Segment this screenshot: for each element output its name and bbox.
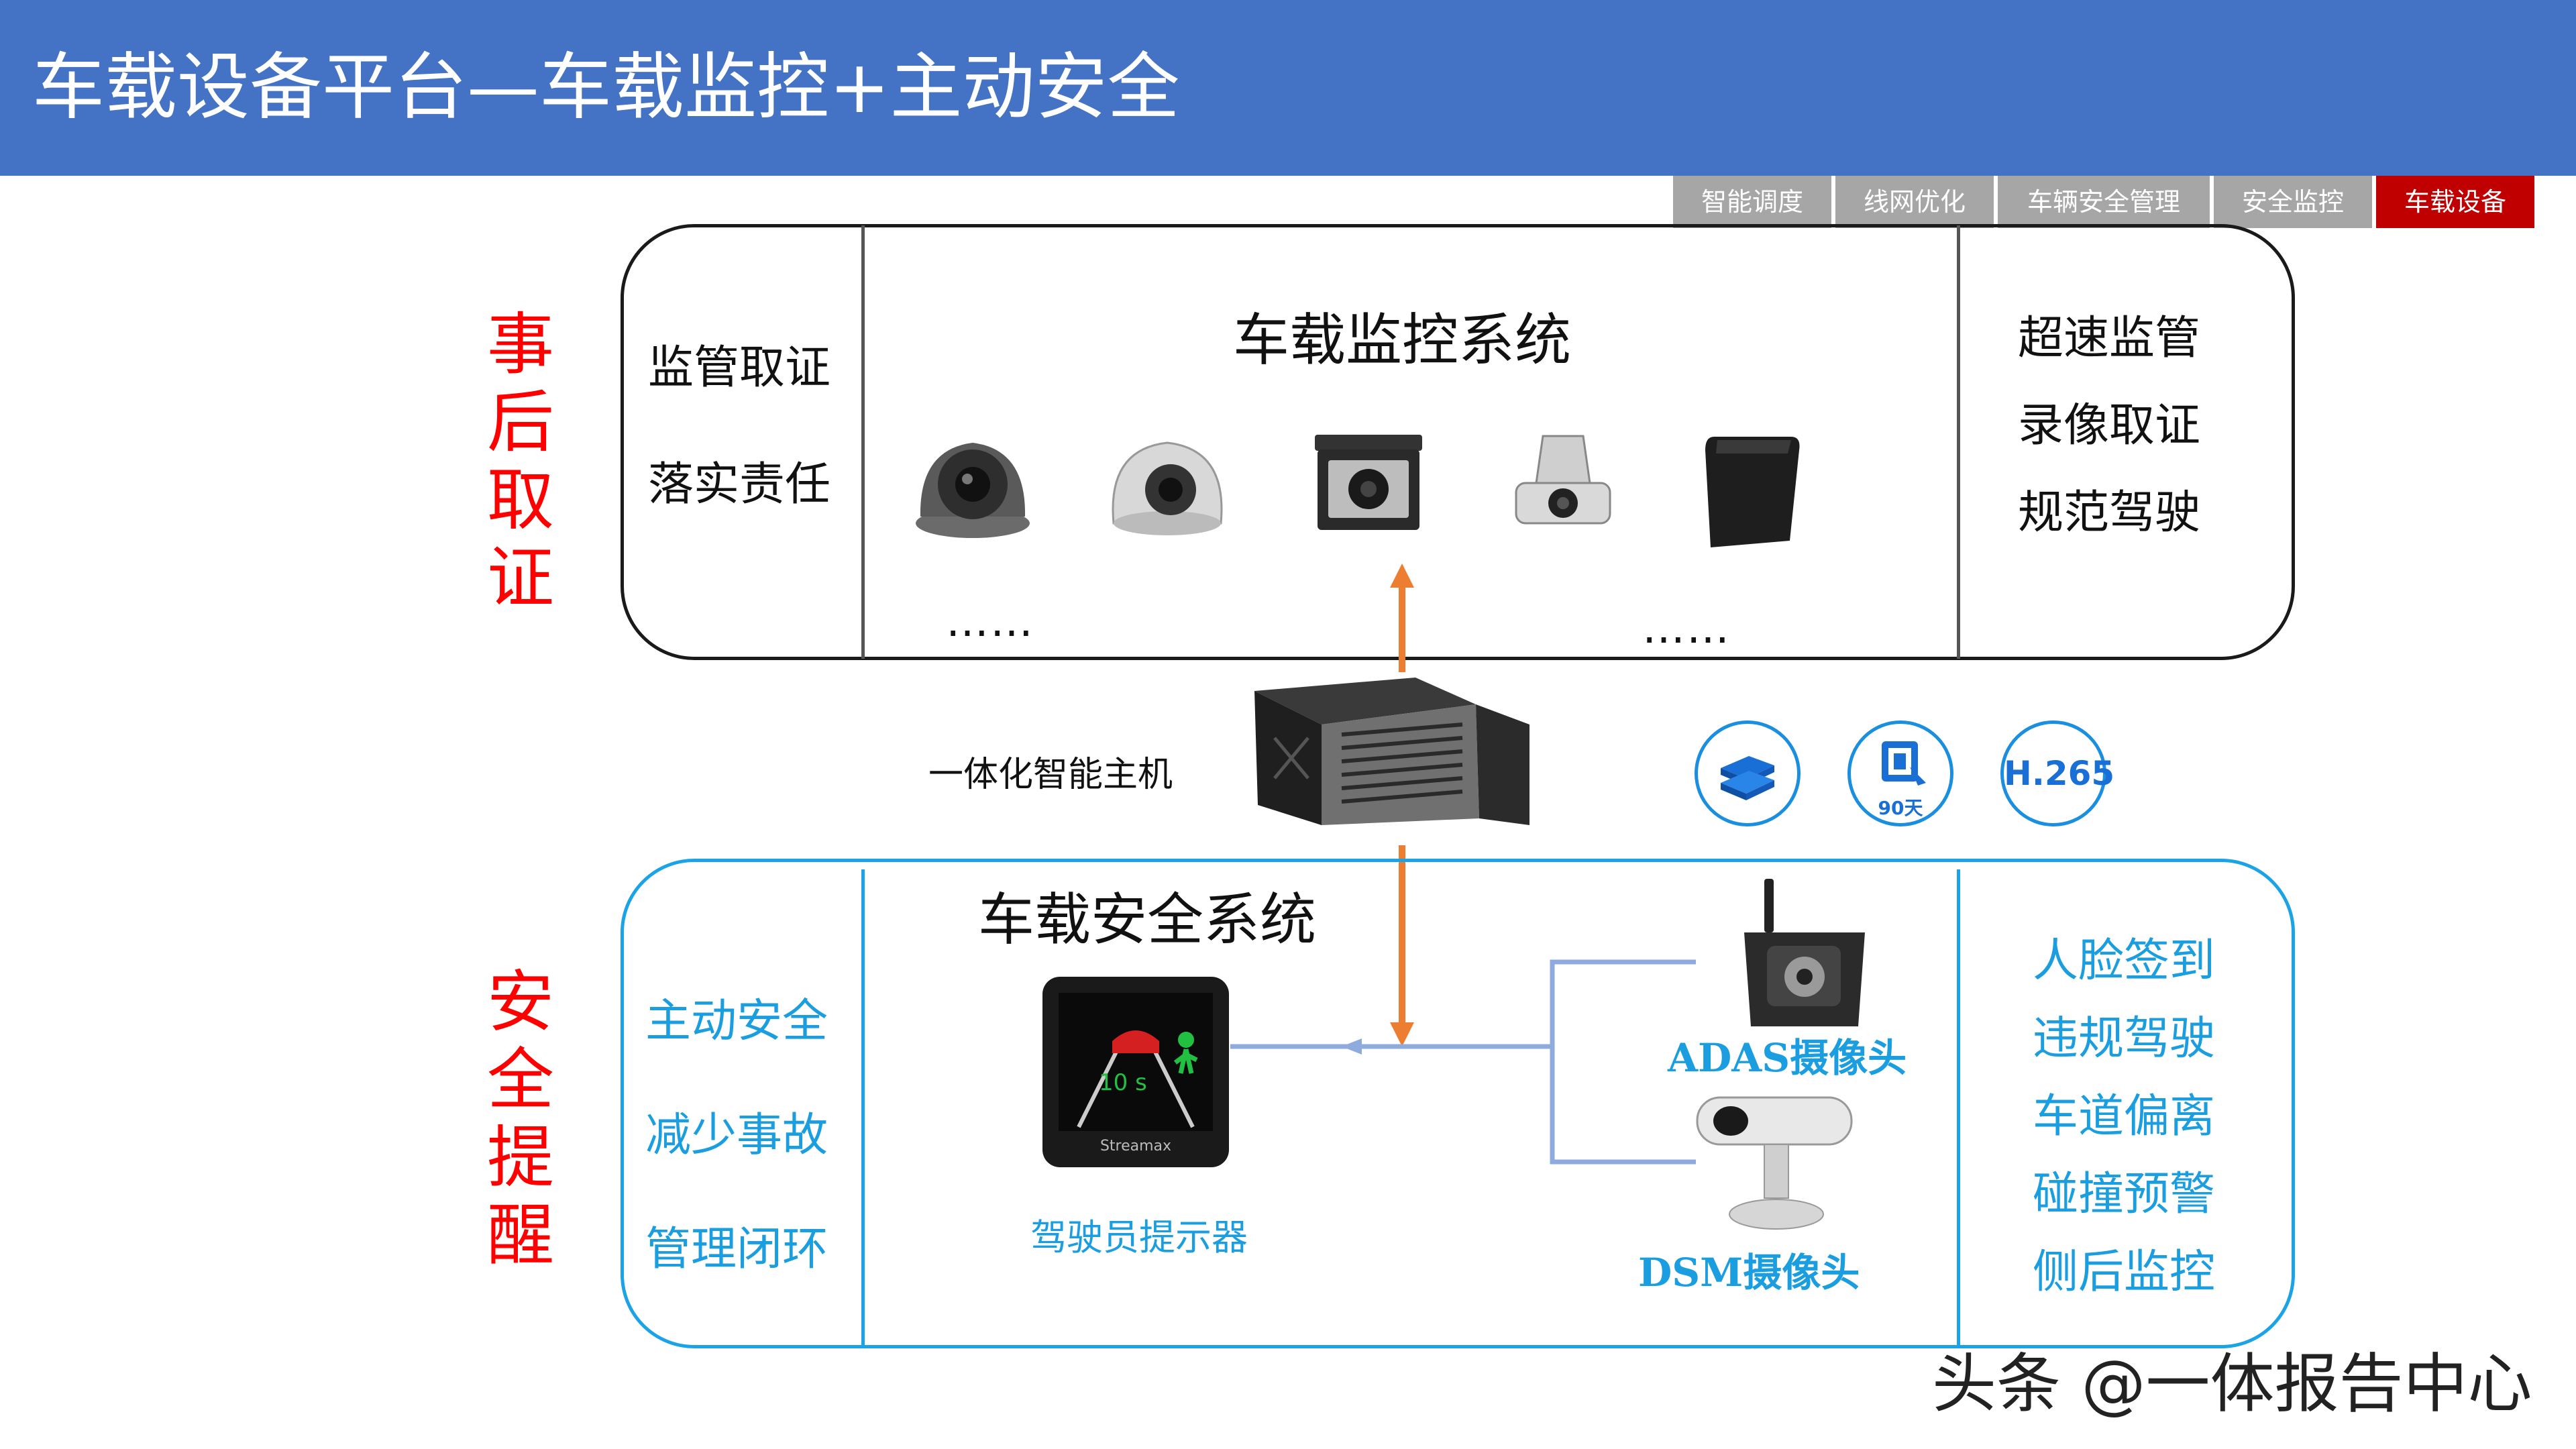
connection-arrows (1390, 564, 1414, 1046)
dome-camera-icon (916, 443, 1030, 538)
side-label-forensics: 事后取证 (487, 305, 554, 617)
monitoring-right-item: 录像取证 (2018, 399, 2201, 452)
tab-vehicle-equipment[interactable]: 车载设备 (2376, 176, 2534, 228)
dsm-camera-icon (1696, 1096, 1853, 1230)
tab-route-optimization[interactable]: 线网优化 (1835, 176, 1994, 228)
display-brand: Streamax (1099, 1138, 1172, 1155)
monitoring-panel (621, 224, 2295, 660)
ellipsis-left: …… (946, 597, 1034, 647)
dsm-label: DSM摄像头 (1638, 1250, 1860, 1295)
vehicle-camera-icon (1315, 435, 1422, 530)
box-camera-icon (1705, 437, 1800, 547)
retention-days: 90天 (1878, 797, 1923, 819)
tab-smart-dispatch[interactable]: 智能调度 (1673, 176, 1831, 228)
safety-left-item: 管理闭环 (645, 1223, 828, 1276)
safety-right-item: 侧后监控 (2033, 1246, 2216, 1299)
monitoring-right-item: 规范驾驶 (2018, 486, 2201, 539)
safety-left-item: 减少事故 (645, 1109, 828, 1162)
host-device-icon (1254, 678, 1529, 825)
page-title: 车载设备平台—车载监控+主动安全 (32, 46, 1180, 129)
codec-badge: H.265 (2000, 720, 2115, 826)
monitoring-left-item: 监管取证 (648, 341, 831, 394)
watermark: 头条 @一体报告中心 (1932, 1346, 2532, 1421)
safety-right-item: 违规驾驶 (2033, 1012, 2216, 1065)
tab-safety-monitoring[interactable]: 安全监控 (2214, 176, 2372, 228)
driver-display-device: 10 s Streamax (1042, 977, 1229, 1167)
storage-icon (1695, 720, 1801, 826)
divider (1957, 225, 1960, 659)
adas-label: ADAS摄像头 (1668, 1035, 1907, 1081)
safety-right-item: 碰撞预警 (2033, 1168, 2216, 1221)
monitoring-left-item: 落实责任 (648, 458, 831, 511)
side-camera-icon (1515, 435, 1611, 525)
camera-connectors (1230, 959, 1696, 1165)
divider (861, 869, 865, 1347)
safety-panel (621, 859, 2295, 1348)
nav-tabs: 智能调度 线网优化 车辆安全管理 安全监控 车载设备 (1673, 176, 2534, 228)
divider (1957, 869, 1960, 1347)
codec-label: H.265 (2004, 754, 2115, 793)
adas-camera-icon (1744, 879, 1865, 1026)
side-label-alerts: 安全提醒 (487, 963, 554, 1275)
ellipsis-right: …… (1642, 604, 1731, 653)
display-reading: 10 s (1099, 1069, 1147, 1096)
retention-badge: 90天 (1847, 720, 1953, 826)
safety-right-item: 车道偏离 (2033, 1090, 2216, 1143)
divider (861, 225, 865, 659)
safety-left-item: 主动安全 (645, 995, 828, 1048)
display-screen (1059, 993, 1213, 1131)
tab-vehicle-safety[interactable]: 车辆安全管理 (1998, 176, 2210, 228)
monitoring-right-item: 超速监管 (2018, 312, 2201, 365)
mini-dome-camera-icon (1112, 441, 1223, 535)
monitoring-title: 车载监控系统 (1233, 307, 1572, 373)
host-label: 一体化智能主机 (928, 755, 1173, 795)
safety-title: 车载安全系统 (978, 887, 1317, 953)
title-bar (0, 0, 2576, 176)
safety-right-item: 人脸签到 (2033, 934, 2216, 987)
driver-display-label: 驾驶员提示器 (1030, 1216, 1248, 1258)
